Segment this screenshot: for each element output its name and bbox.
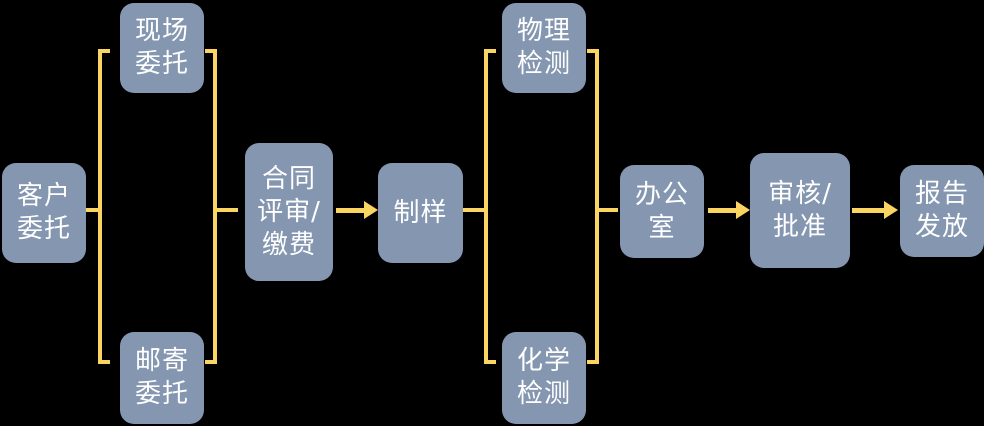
node-label: 邮寄 委托	[134, 346, 189, 409]
connector-sample-to-branch	[463, 208, 484, 212]
flow-node-sample-preparation: 制样	[378, 163, 463, 263]
connector-branch-to-contract	[217, 208, 238, 212]
flow-node-office: 办公 室	[620, 165, 704, 258]
arrowhead-right-icon	[364, 201, 378, 219]
arrow-shaft	[852, 208, 886, 213]
node-label: 合同 评审/ 缴费	[257, 163, 321, 260]
flow-node-review-approval: 审核/ 批准	[750, 153, 850, 268]
flow-node-mail-commission: 邮寄 委托	[120, 332, 204, 424]
arrowhead-right-icon	[736, 201, 750, 219]
arrow-review-to-report	[852, 201, 898, 220]
node-label: 现场 委托	[134, 16, 189, 79]
flow-node-physical-testing: 物理 检测	[502, 3, 586, 93]
node-label: 制样	[393, 197, 448, 228]
node-label: 审核/ 批准	[768, 178, 832, 242]
arrow-contract-to-sample	[336, 201, 378, 220]
arrow-shaft	[336, 208, 366, 213]
node-label: 报告 发放	[914, 179, 969, 242]
node-label: 办公 室	[634, 179, 689, 243]
flow-node-contract-review-payment: 合同 评审/ 缴费	[245, 143, 333, 281]
connector-bracket-testing-left	[484, 49, 496, 364]
node-label: 物理 检测	[516, 16, 571, 79]
flow-node-report-issuance: 报告 发放	[900, 165, 984, 257]
node-label: 客户 委托	[16, 181, 71, 244]
flow-node-customer-commission: 客户 委托	[2, 163, 86, 263]
arrow-shaft	[708, 208, 738, 213]
arrow-office-to-review	[708, 201, 750, 220]
connector-bracket-intake-left	[98, 49, 110, 364]
flow-node-onsite-commission: 现场 委托	[120, 3, 204, 93]
connector-customer-to-branch	[86, 208, 98, 212]
flow-node-chemical-testing: 化学 检测	[502, 332, 586, 424]
connector-bracket-intake-right	[205, 49, 217, 364]
arrowhead-right-icon	[884, 201, 898, 219]
node-label: 化学 检测	[516, 346, 571, 409]
connector-branch-to-office	[599, 208, 618, 212]
connector-bracket-testing-right	[587, 49, 599, 364]
